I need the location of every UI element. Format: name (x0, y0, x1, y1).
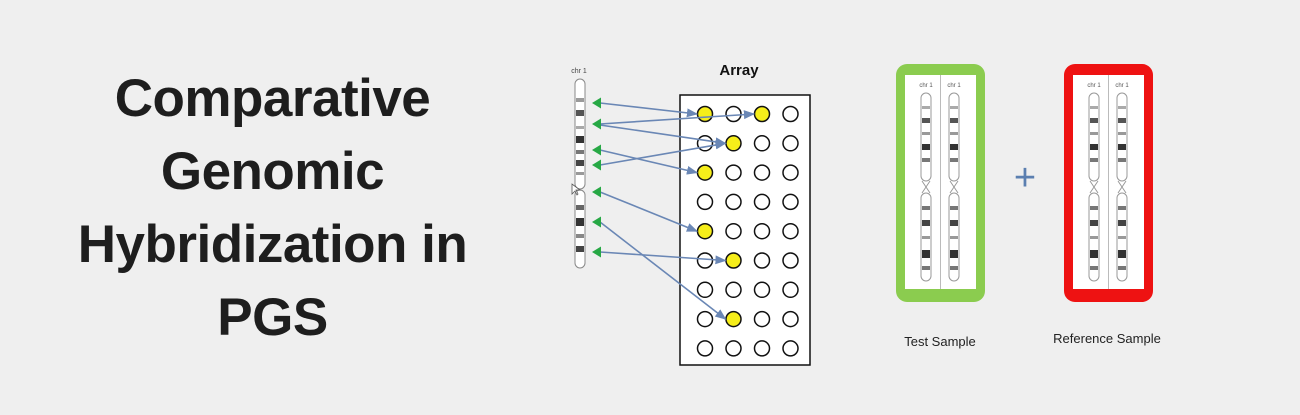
array-spot (753, 164, 771, 181)
probe-marker-icon (592, 118, 601, 130)
array-spot (782, 193, 799, 211)
array-spot (782, 105, 799, 123)
array-spot (782, 310, 799, 328)
reference-chr-label-2: chr 1 (1115, 83, 1129, 89)
probe-arrow (599, 102, 699, 118)
array-spot (725, 164, 742, 181)
array-spot (696, 340, 714, 357)
array-spot (696, 193, 714, 211)
reference-chr-label-1: chr 1 (1087, 83, 1101, 89)
array-spot (753, 281, 771, 299)
array-spot (782, 252, 799, 269)
array-spot (782, 135, 799, 152)
title-line-4: PGS (217, 288, 328, 347)
array-spot (725, 193, 742, 211)
array-spot (753, 310, 771, 328)
probe-marker-icon (592, 216, 601, 228)
array-spot-hybridized (696, 222, 714, 240)
array-spot (725, 281, 742, 299)
reference-sample-tube (1064, 64, 1153, 302)
array-spot (782, 222, 799, 240)
array-spot-hybridized (696, 164, 714, 181)
chromosome-ideogram (574, 78, 586, 269)
probe-marker-icon (592, 159, 601, 171)
reference-sample-label: Reference Sample (1053, 331, 1161, 346)
array-spot (782, 340, 799, 357)
array-label: Array (719, 62, 759, 79)
array-spot (753, 340, 771, 357)
array-spot (696, 310, 714, 328)
probe-arrow (599, 140, 727, 166)
array-spot (753, 135, 771, 152)
probe-arrows (592, 97, 756, 320)
array-spot (782, 164, 799, 181)
cursor-icon (571, 183, 582, 196)
page-title: Comparative Genomic Hybridization in PGS (40, 62, 505, 354)
probe-marker-icon (592, 246, 601, 258)
array-spot (782, 281, 799, 299)
title-line-1: Comparative (114, 69, 431, 128)
plus-sign: + (1014, 157, 1036, 199)
probe-marker-icon (592, 97, 601, 109)
array-spot (696, 281, 714, 299)
test-chr-label-2: chr 1 (947, 83, 961, 89)
chromosome-label: chr 1 (571, 68, 587, 75)
title-line-3: Hybridization in (77, 215, 468, 274)
probe-marker-icon (592, 144, 601, 156)
test-chr-label-1: chr 1 (919, 83, 933, 89)
array-spot-hybridized (725, 252, 742, 269)
array-spot-hybridized (725, 310, 742, 328)
array-spot-hybridized (696, 105, 714, 123)
array-spot (753, 193, 771, 211)
probe-arrow (599, 221, 727, 320)
probe-marker-icon (592, 186, 601, 198)
probe-arrow (599, 110, 756, 125)
probe-arrow (599, 149, 699, 175)
probe-arrow (599, 124, 727, 147)
test-sample-label: Test Sample (904, 334, 976, 349)
array-spot (753, 252, 771, 269)
array-spot (725, 222, 742, 240)
probe-arrow (599, 251, 727, 265)
array-spot (753, 222, 771, 240)
array-spot (725, 340, 742, 357)
array-spot-hybridized (725, 135, 742, 152)
probe-arrow (599, 191, 699, 232)
test-sample-tube (896, 64, 985, 302)
array-spot-hybridized (753, 105, 771, 123)
title-line-2: Genomic (160, 142, 385, 201)
array-spot (725, 105, 742, 123)
array-spot (696, 252, 714, 269)
